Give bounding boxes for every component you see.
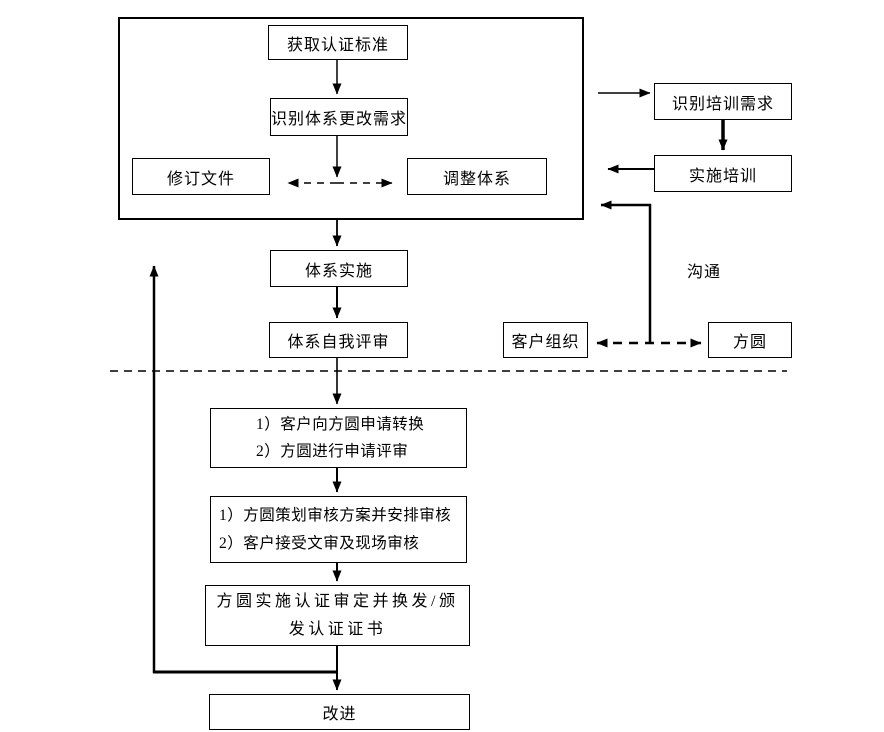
- node-acquire-standard: 获取认证标准: [268, 25, 408, 60]
- node-improve: 改进: [209, 694, 470, 730]
- node-identify-change-needs: 识别体系更改需求: [270, 98, 408, 136]
- node-certify-issue: 方圆实施认证审定并换发/颁 发认证证书: [205, 585, 470, 646]
- node-system-self-review: 体系自我评审: [269, 322, 408, 358]
- audit-plan-line1: 1）方圆策划审核方案并安排审核: [219, 507, 452, 525]
- node-system-implementation: 体系实施: [270, 250, 408, 287]
- certify-issue-line2: 发认证证书: [288, 620, 387, 638]
- node-implement-training: 实施培训: [654, 155, 792, 192]
- node-fangyuan: 方圆: [708, 322, 792, 358]
- node-adjust-system: 调整体系: [407, 158, 547, 195]
- node-audit-plan: 1）方圆策划审核方案并安排审核 2）客户接受文审及现场审核: [210, 496, 467, 563]
- node-customer-organization: 客户组织: [503, 322, 588, 358]
- node-revise-documents: 修订文件: [132, 158, 270, 195]
- communication-label: 沟通: [687, 264, 722, 281]
- communication-elbow-arrow: [600, 200, 652, 343]
- node-apply-transfer: 1）客户向方圆申请转换 2）方圆进行申请评审: [210, 408, 467, 468]
- system-change-frame: [118, 17, 584, 220]
- apply-transfer-line1: 1）客户向方圆申请转换: [256, 415, 425, 433]
- node-identify-training-needs: 识别培训需求: [654, 83, 792, 120]
- apply-transfer-line2: 2）方圆进行申请评审: [256, 443, 409, 460]
- certify-issue-line1: 方圆实施认证审定并换发/颁: [216, 592, 459, 610]
- audit-plan-line2: 2）客户接受文审及现场审核: [219, 534, 420, 552]
